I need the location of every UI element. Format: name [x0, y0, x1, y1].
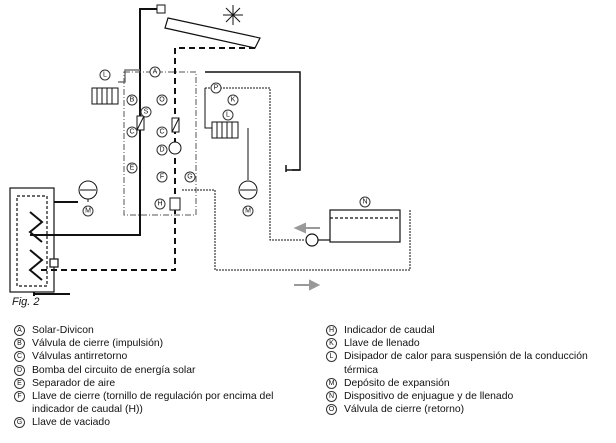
expansion-vessel-left — [78, 180, 98, 202]
legend-letter: K — [326, 338, 337, 350]
svg-text:C: C — [159, 129, 164, 136]
label-f: F — [156, 171, 168, 183]
legend-letter: E — [14, 377, 25, 389]
legend-text: Separador de aire — [32, 377, 116, 389]
svg-text:A: A — [153, 69, 158, 76]
label-h: H — [154, 198, 166, 210]
legend-item-k: K Llave de llenado — [326, 337, 614, 350]
svg-text:F: F — [160, 174, 164, 181]
legend-text: Llave de vaciado — [32, 417, 110, 429]
label-o: O — [156, 94, 168, 106]
legend-text: Llave de llenado — [344, 338, 420, 350]
label-s: S — [140, 106, 152, 118]
legend-text: Bomba del circuito de energía solar — [32, 364, 196, 376]
label-a: A — [149, 66, 161, 78]
label-b: B — [126, 94, 138, 106]
legend-text: Válvula de cierre (retorno) — [344, 404, 465, 416]
legend-text: Solar-Divicon — [32, 325, 94, 336]
legend-letter: O — [326, 404, 337, 416]
svg-text:M: M — [85, 208, 91, 215]
solar-circuit-diagram: A L B S O C C D E F G H P K L M M N — [9, 4, 411, 296]
legend-letter: M — [326, 377, 337, 389]
label-d: D — [156, 144, 168, 156]
svg-text:L: L — [226, 112, 230, 119]
legend-letter: G — [14, 417, 25, 429]
legend-item-o: O Válvula de cierre (retorno) — [326, 403, 614, 416]
legend-text: Indicador de caudal — [344, 325, 435, 336]
legend-item-b: B Válvula de cierre (impulsión) — [14, 337, 314, 350]
svg-text:S: S — [144, 109, 149, 116]
svg-text:D: D — [159, 147, 164, 154]
label-k: K — [227, 94, 239, 106]
label-c1: C — [126, 126, 138, 138]
legend-item-c: C Válvulas antirretorno — [14, 350, 314, 363]
legend-letter: D — [14, 364, 25, 376]
svg-text:M: M — [245, 208, 251, 215]
label-n: N — [359, 196, 371, 208]
svg-text:P: P — [214, 85, 219, 92]
storage-tank — [9, 187, 59, 293]
svg-text:N: N — [362, 199, 367, 206]
solar-collector — [164, 17, 261, 49]
label-g: G — [184, 171, 196, 183]
legend-item-l: L Disipador de calor para suspensión de l… — [326, 350, 614, 376]
flow-arrows — [293, 222, 321, 291]
legend-letter: C — [14, 351, 25, 363]
legend-text: Llave de cierre (tornillo de regulación … — [32, 391, 274, 416]
svg-text:G: G — [187, 174, 192, 181]
legend-item-f: F Llave de cierre (tornillo de regulación… — [14, 390, 314, 416]
svg-text:B: B — [130, 97, 135, 104]
check-valves-supply — [136, 115, 180, 133]
legend-item-d: D Bomba del circuito de energía solar — [14, 364, 314, 377]
diagram-labels: A L B S O C C D E F G H P K L M M N — [82, 66, 371, 217]
label-m2: M — [242, 205, 254, 217]
pump-symbol — [168, 141, 182, 155]
svg-text:L: L — [103, 72, 107, 79]
flushing-device — [305, 209, 401, 247]
svg-text:O: O — [159, 97, 165, 104]
vent-line — [205, 71, 301, 172]
legend-text: Válvula de cierre (impulsión) — [32, 338, 164, 350]
label-l2: L — [222, 109, 234, 121]
expansion-vessel-right — [238, 128, 258, 200]
legend-letter: N — [326, 391, 337, 403]
label-m1: M — [82, 205, 94, 217]
hot-water-pipe — [33, 201, 78, 296]
legend-letter: L — [326, 351, 337, 363]
collector-sensor — [156, 4, 166, 14]
legend-text: Dispositivo de enjuague y de llenado — [344, 391, 514, 403]
label-e: E — [126, 162, 138, 174]
legend-text: Válvulas antirretorno — [32, 351, 128, 363]
label-l1: L — [99, 69, 111, 81]
legend-text: Depósito de expansión — [344, 377, 450, 389]
svg-text:C: C — [129, 129, 134, 136]
svg-text:E: E — [130, 165, 135, 172]
sun-icon — [223, 5, 243, 25]
svg-text:H: H — [157, 201, 162, 208]
heat-sink-left — [91, 87, 119, 105]
solar-divicon-housing — [123, 71, 197, 216]
legend-item-e: E Separador de aire — [14, 377, 314, 390]
legend-letter: B — [14, 338, 25, 350]
heat-sink-left-pipes — [118, 69, 140, 83]
legend-item-h: H Indicador de caudal — [326, 324, 614, 337]
heat-sink-right — [204, 88, 239, 139]
legend-letter: F — [14, 391, 25, 403]
flow-indicator-symbol — [169, 197, 181, 211]
label-p: P — [210, 82, 222, 94]
legend-item-m: M Depósito de expansión — [326, 377, 614, 390]
legend-letter: H — [326, 325, 337, 336]
svg-text:K: K — [231, 97, 236, 104]
legend-item-g: G Llave de vaciado — [14, 416, 314, 429]
return-line — [40, 47, 255, 271]
legend-text: Disipador de calor para suspensión de la… — [344, 351, 588, 376]
legend-item-a: A Solar-Divicon — [14, 324, 314, 337]
figure-caption: Fig. 2 — [12, 296, 40, 308]
fill-drain-line — [182, 87, 411, 271]
legend-letter: A — [14, 325, 25, 336]
label-c2: C — [156, 126, 168, 138]
legend-item-n: N Dispositivo de enjuague y de llenado — [326, 390, 614, 403]
